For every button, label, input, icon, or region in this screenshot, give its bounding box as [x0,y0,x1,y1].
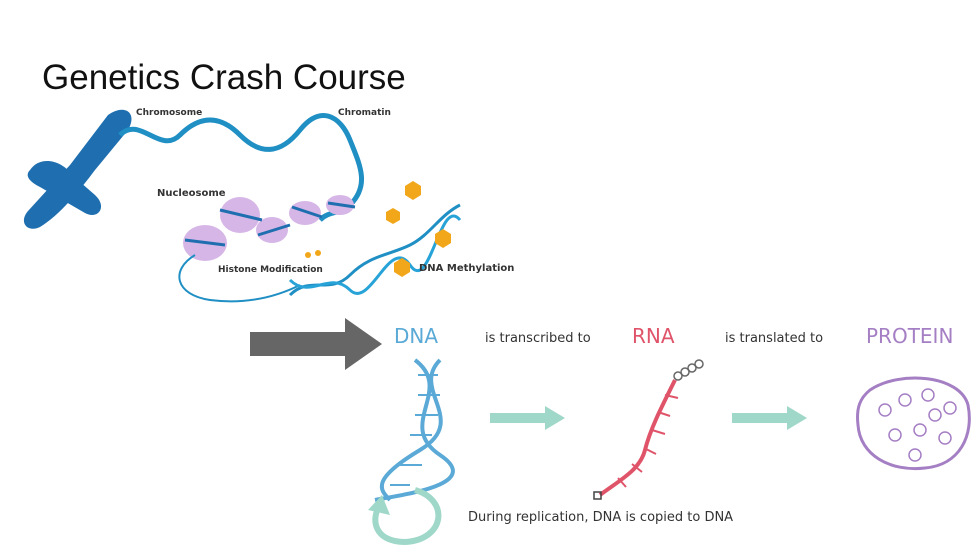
dna-double-helix [374,358,455,502]
slide-title: Genetics Crash Course [42,58,406,97]
dogma-rna-label: RNA [632,324,675,348]
transcription-arrow [490,406,565,430]
epigenetics-illustration [23,109,462,303]
dna-loop [178,254,301,303]
label-dna-methylation: DNA Methylation [419,263,515,274]
dogma-protein-label: PROTEIN [866,324,954,348]
label-histone-modification: Histone Modification [218,265,323,275]
rna-end-box [593,491,602,500]
rna-bases [617,394,679,488]
dogma-dna-label: DNA [394,324,439,348]
histone-mod-dots [305,250,321,258]
translation-arrow [732,406,807,430]
replication-caption: During replication, DNA is copied to DNA [468,510,734,525]
dogma-translated-text: is translated to [725,331,824,346]
chromosome-shape [23,109,132,229]
nucleosome-dna-wrap [184,201,356,247]
nucleosome-beads [183,195,354,261]
dogma-transcribed-text: is transcribed to [485,331,591,346]
label-nucleosome: Nucleosome [157,188,226,199]
central-dogma-illustration [368,358,971,546]
pointer-arrow [250,318,382,370]
protein-loops [878,388,957,462]
methylation-markers [386,181,451,277]
label-chromatin: Chromatin [338,108,391,118]
protein-blob [856,376,971,471]
dna-base-pairs [390,374,440,486]
ribosome-beads [673,359,704,381]
rna-strand [598,379,677,497]
replication-arrow [372,487,442,546]
label-chromosome: Chromosome [136,108,203,118]
replication-arrowhead [368,495,390,515]
